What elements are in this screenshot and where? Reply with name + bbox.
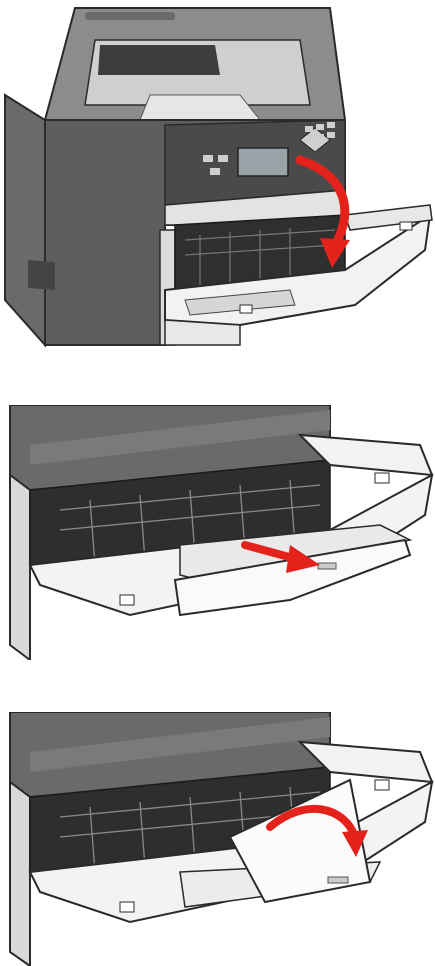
output-slot [98, 45, 220, 75]
tab [120, 902, 134, 912]
left-trim [10, 782, 30, 966]
grip [318, 563, 336, 569]
tab [400, 222, 412, 230]
grip [328, 877, 348, 883]
step-1-illustration [0, 0, 435, 355]
tab [240, 305, 252, 313]
tab [375, 473, 389, 483]
base-foot [165, 320, 240, 345]
panel-button [203, 155, 213, 162]
panel-button [210, 168, 220, 175]
printer-pull-extender-drawing [0, 405, 435, 660]
step-2-illustration [0, 405, 435, 660]
step-3-illustration [0, 712, 435, 966]
paper-stop [140, 95, 260, 120]
tab [120, 595, 134, 605]
panel-button [218, 155, 228, 162]
tab [375, 780, 389, 790]
side-vent [28, 260, 55, 290]
printer-open-feeder-drawing [0, 0, 435, 355]
top-handle [85, 12, 175, 20]
printer-left-side [5, 95, 45, 345]
printer-unfold-extender-drawing [0, 712, 435, 966]
display-screen [238, 148, 288, 176]
left-trim [10, 475, 30, 660]
